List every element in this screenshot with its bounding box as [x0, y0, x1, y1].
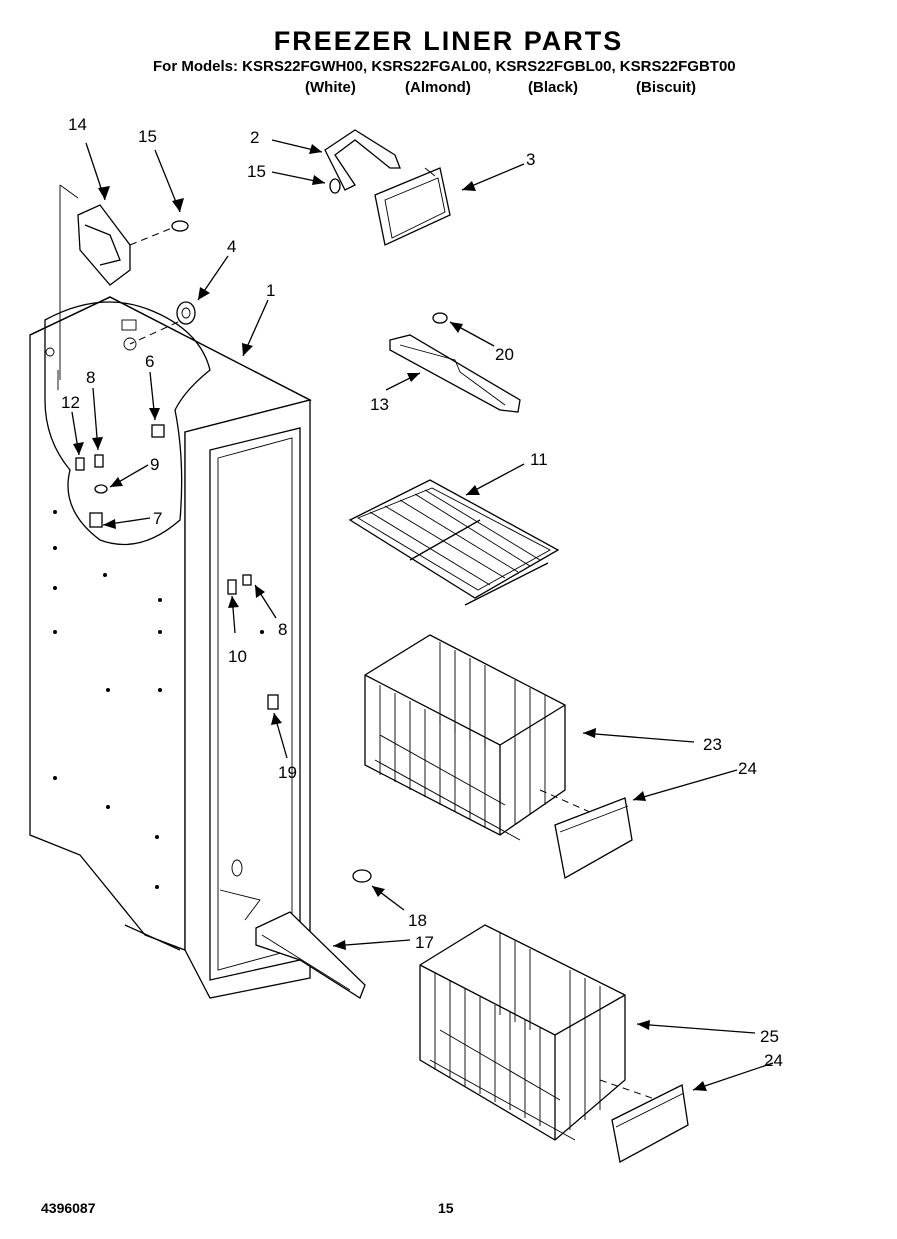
- part-14-bracket: [59, 184, 173, 380]
- callout-3: 3: [526, 150, 535, 169]
- callout-15: 15: [247, 162, 266, 181]
- callout-17: 17: [415, 933, 434, 952]
- page-title: FREEZER LINER PARTS: [273, 26, 624, 56]
- page-number: 15: [438, 1200, 454, 1216]
- callout-20: 20: [495, 345, 514, 364]
- callout-24: 24: [764, 1051, 783, 1070]
- callout-8: 8: [86, 368, 95, 387]
- callout-19: 19: [278, 763, 297, 782]
- color-label-black: (Black): [528, 79, 579, 96]
- callout-12: 12: [61, 393, 80, 412]
- callout-7: 7: [153, 509, 162, 528]
- callout-24: 24: [738, 759, 757, 778]
- models-line: For Models: KSRS22FGWH00, KSRS22FGAL00, …: [153, 58, 736, 75]
- callout-4: 4: [227, 237, 236, 256]
- part-4-plug: [129, 301, 196, 345]
- part-2-3-bracket-housing: [324, 129, 451, 246]
- callout-10: 10: [228, 647, 247, 666]
- arrow-heads: [73, 144, 707, 1091]
- callout-9: 9: [150, 455, 159, 474]
- callout-18: 18: [408, 911, 427, 930]
- part-23-basket: [364, 634, 609, 841]
- callout-13: 13: [370, 395, 389, 414]
- callout-14: 14: [68, 115, 87, 134]
- part-25-basket: [419, 924, 673, 1141]
- color-labels: (White) (Almond) (Black) (Biscuit): [0, 79, 897, 99]
- callout-1: 1: [266, 281, 275, 300]
- color-label-white: (White): [305, 79, 356, 96]
- document-number: 4396087: [41, 1200, 96, 1216]
- callout-2: 2: [250, 128, 259, 147]
- part-17-trim: [255, 911, 366, 999]
- callout-15: 15: [138, 127, 157, 146]
- callout-25: 25: [760, 1027, 779, 1046]
- small-parts: [75, 424, 279, 710]
- color-label-biscuit: (Biscuit): [636, 79, 696, 96]
- callout-labels: 14 15 2 15 3 4 1 20 13 6 8 12 9 7 11 10 …: [61, 115, 783, 1070]
- part-11-wire-shelf: [348, 479, 560, 606]
- part-13-rail: [389, 334, 521, 413]
- color-label-almond: (Almond): [405, 79, 471, 96]
- part-24-clip-upper: [554, 797, 633, 880]
- screw-icons: [171, 178, 448, 883]
- callout-8: 8: [278, 620, 287, 639]
- part-24-clip-lower: [611, 1084, 689, 1163]
- callout-11: 11: [530, 450, 548, 469]
- callout-23: 23: [703, 735, 722, 754]
- callout-6: 6: [145, 352, 154, 371]
